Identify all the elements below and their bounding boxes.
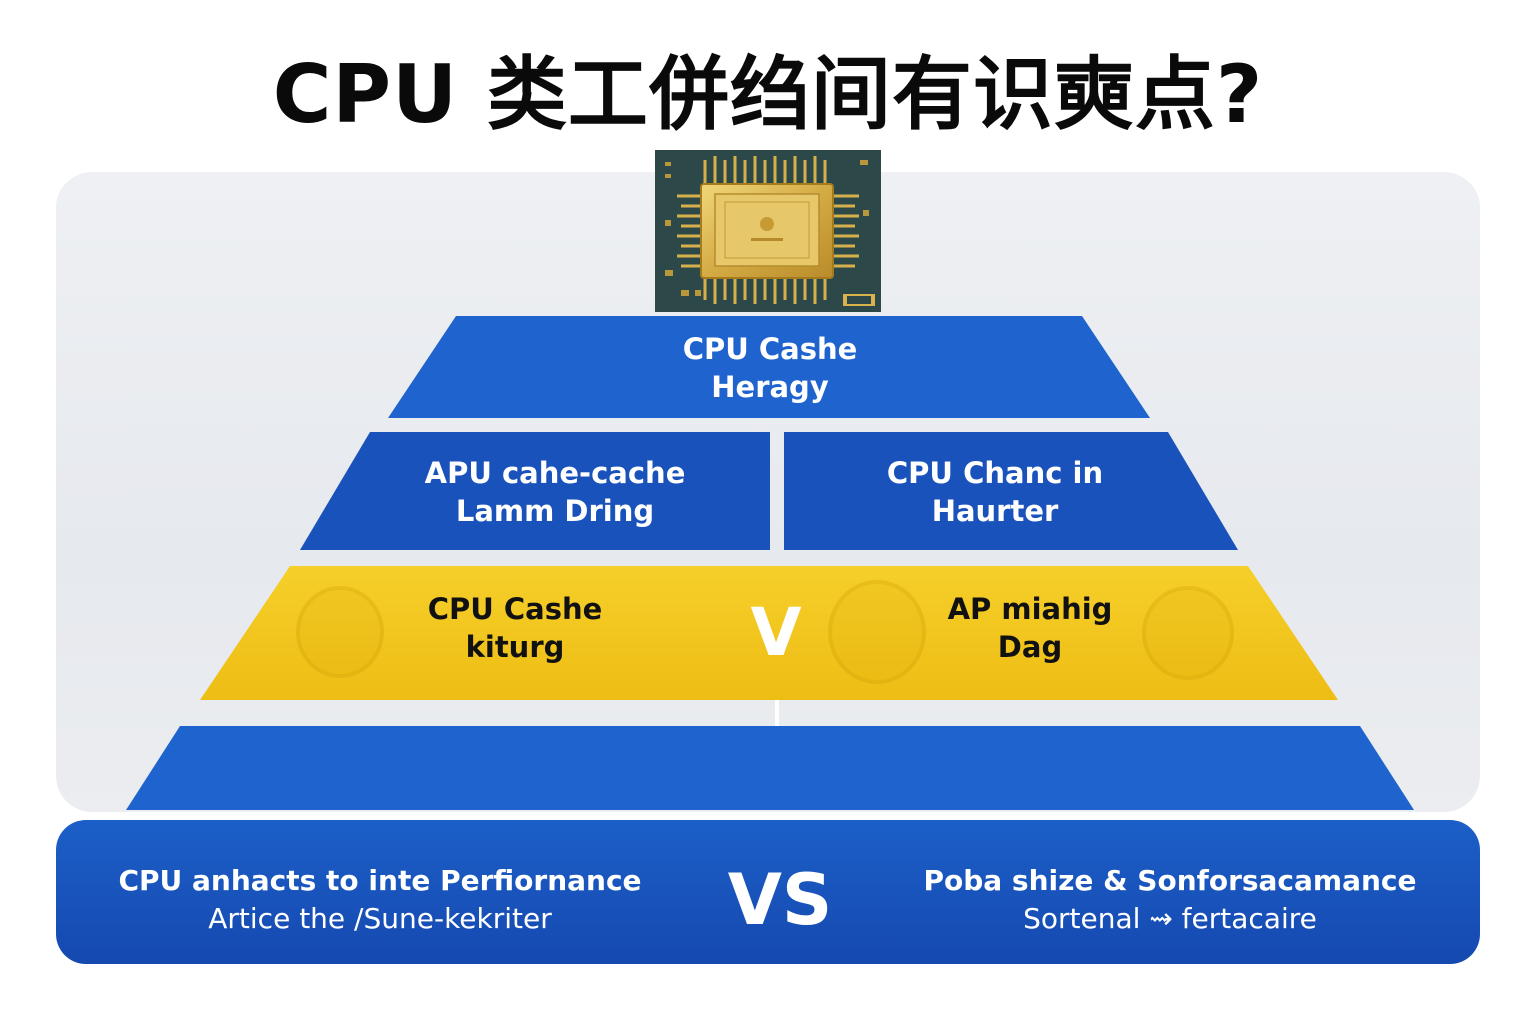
yellow-right-label: AP miahig Dag xyxy=(900,590,1160,666)
vs-label: VS xyxy=(727,859,833,941)
pyramid-top-tier xyxy=(388,316,1150,418)
bottom-right-main: Poba shize & Sonforsacamance xyxy=(923,864,1417,897)
yellow-right-line1: AP miahig xyxy=(947,592,1113,626)
top-tier-line2: Heragy xyxy=(711,370,829,404)
top-tier-label: CPU Cashe Heragy xyxy=(580,330,960,406)
gear-emblem-icon xyxy=(296,586,384,678)
pyramid-middle-left-tier xyxy=(300,432,770,550)
cpu-chip-icon xyxy=(655,150,881,312)
page-title: CPU 类工併绉间有识奭点? xyxy=(272,48,1264,141)
tree-emblem-icon xyxy=(1142,586,1234,680)
yellow-right-line2: Dag xyxy=(997,630,1063,664)
middle-right-line2: Haurter xyxy=(931,494,1059,528)
bottom-left-main: CPU anhacts to inte Perfiornance xyxy=(118,864,642,897)
middle-left-line1: APU cahe-cache xyxy=(424,456,686,490)
center-divider-line xyxy=(775,700,779,726)
middle-left-line2: Lamm Dring xyxy=(455,494,655,528)
yellow-left-line1: CPU Cashe xyxy=(427,592,603,626)
bottom-right-sub: Sortenal ⇝ fertacaire xyxy=(1023,902,1317,935)
bottom-comparison-banner xyxy=(56,820,1480,964)
coin-emblem-icon xyxy=(828,580,926,684)
middle-left-label: APU cahe-cache Lamm Dring xyxy=(380,454,730,530)
middle-right-line1: CPU Chanc in xyxy=(886,456,1104,490)
pyramid-base-tier xyxy=(126,726,1414,810)
yellow-left-label: CPU Cashe kiturg xyxy=(380,590,650,666)
pyramid-yellow-tier xyxy=(200,566,1338,700)
versus-v-label: V xyxy=(750,594,802,671)
bottom-left-sub: Artice the /Sune-kekriter xyxy=(208,902,552,935)
bottom-right-text: Poba shize & Sonforsacamance Sortenal ⇝ … xyxy=(900,862,1440,938)
middle-right-label: CPU Chanc in Haurter xyxy=(830,454,1160,530)
pyramid-middle-right-tier xyxy=(784,432,1238,550)
yellow-left-line2: kiturg xyxy=(465,630,565,664)
bottom-left-text: CPU anhacts to inte Perfiornance Artice … xyxy=(110,862,650,938)
top-tier-line1: CPU Cashe xyxy=(682,332,858,366)
